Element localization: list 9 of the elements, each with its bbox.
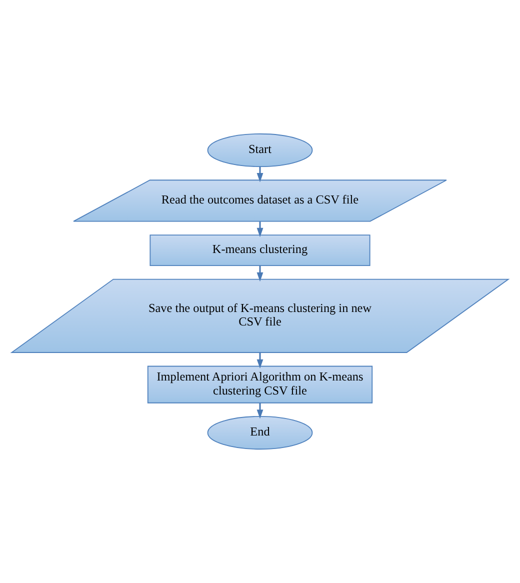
arrow — [256, 266, 264, 282]
arrow — [256, 352, 264, 369]
node-ellipse: Start — [207, 133, 313, 168]
arrow — [256, 402, 264, 419]
arrow — [256, 166, 264, 182]
node-box: K-means clustering — [150, 234, 370, 266]
arrow — [256, 222, 264, 238]
node-box: Implement Apriori Algorithm on K-means clustering CSV file — [147, 366, 373, 404]
node-ellipse: End — [207, 416, 313, 450]
